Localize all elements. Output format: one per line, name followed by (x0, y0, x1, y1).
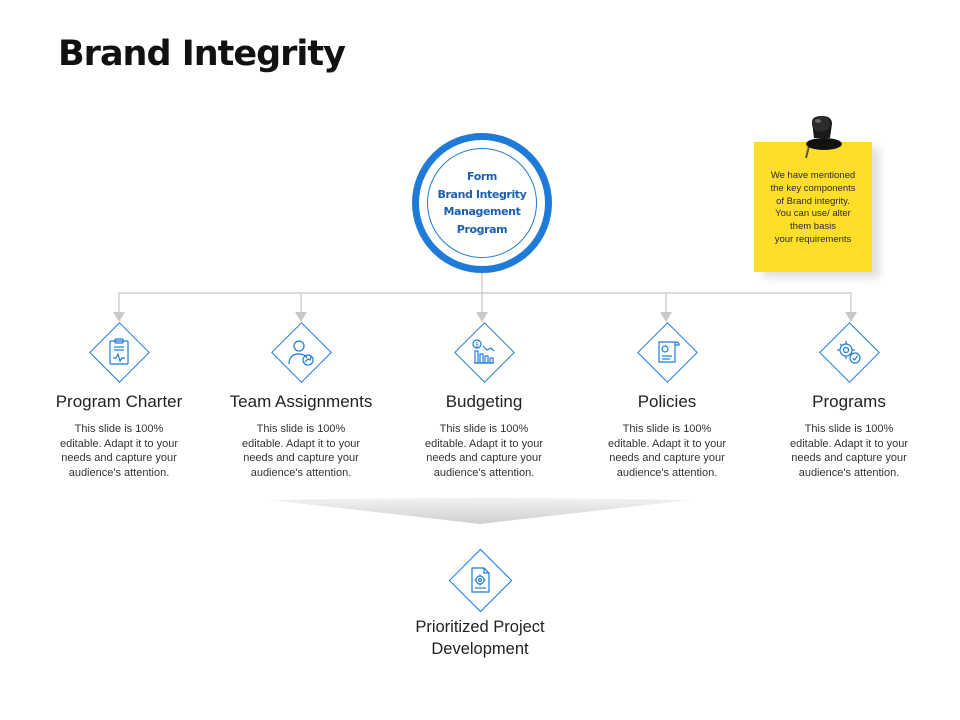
dollar-bar-chart-icon: $ (472, 339, 495, 364)
note-line: of Brand integrity. (776, 195, 850, 207)
category-diamond: $ (454, 322, 515, 383)
svg-text:$: $ (475, 342, 479, 349)
gear-check-icon (837, 341, 861, 364)
funnel-shape (270, 498, 690, 524)
hub-label: Form Brand Integrity Management Program (428, 168, 536, 238)
category-description: This slide is 100%editable. Adapt it to … (241, 423, 361, 479)
note-line: them basis (790, 221, 836, 233)
category-title: Policies (637, 392, 697, 411)
category-description: This slide is 100%editable. Adapt it to … (424, 423, 544, 479)
hub-line: Brand Integrity (437, 187, 527, 201)
note-line: We have mentioned (770, 170, 856, 181)
category-diamond (637, 322, 698, 383)
category-title: Program Charter (55, 392, 183, 411)
hub-line: Form (467, 170, 497, 183)
certificate-scroll-icon (658, 341, 680, 363)
sticky-note: We have mentioned the key components of … (754, 142, 872, 272)
note-line: your requirements (774, 233, 852, 245)
person-growth-icon (288, 340, 314, 366)
category-program-charter: Program Charter This slide is 100%editab… (34, 322, 204, 480)
category-title: Budgeting (445, 392, 523, 411)
category-diamond (819, 322, 880, 383)
hub-inner-ring: Form Brand Integrity Management Program (427, 148, 537, 258)
hub-line: Program (456, 222, 508, 236)
category-description: This slide is 100%editable. Adapt it to … (789, 423, 909, 479)
note-line: the key components (770, 182, 856, 194)
hub-line: Management (443, 205, 521, 218)
slide-title: Brand Integrity (58, 34, 346, 74)
sticky-note-text: We have mentioned the key components of … (754, 170, 872, 247)
category-title: Programs (812, 392, 886, 411)
category-diamond (89, 322, 150, 383)
category-title: Team Assignments (229, 392, 373, 411)
note-line: You can use/ alter (775, 208, 851, 220)
category-description: This slide is 100%editable. Adapt it to … (607, 423, 727, 479)
hub-circle: Form Brand Integrity Management Program (412, 133, 552, 273)
final-outcome: Prioritized Project Development (380, 548, 580, 660)
category-team-assignments: Team Assignments This slide is 100%edita… (216, 322, 386, 480)
category-budgeting: $ Budgeting This slide is 100%editable. … (399, 322, 569, 480)
category-diamond (271, 322, 332, 383)
category-policies: Policies This slide is 100%editable. Ada… (582, 322, 752, 480)
clipboard-chart-icon (109, 338, 129, 365)
category-programs: Programs This slide is 100%editable. Ada… (764, 322, 934, 480)
category-description: This slide is 100%editable. Adapt it to … (59, 423, 179, 479)
document-gear-icon (471, 567, 490, 593)
final-title: Prioritized Project Development (415, 618, 545, 658)
final-diamond (448, 548, 513, 613)
pushpin-icon (805, 116, 842, 159)
